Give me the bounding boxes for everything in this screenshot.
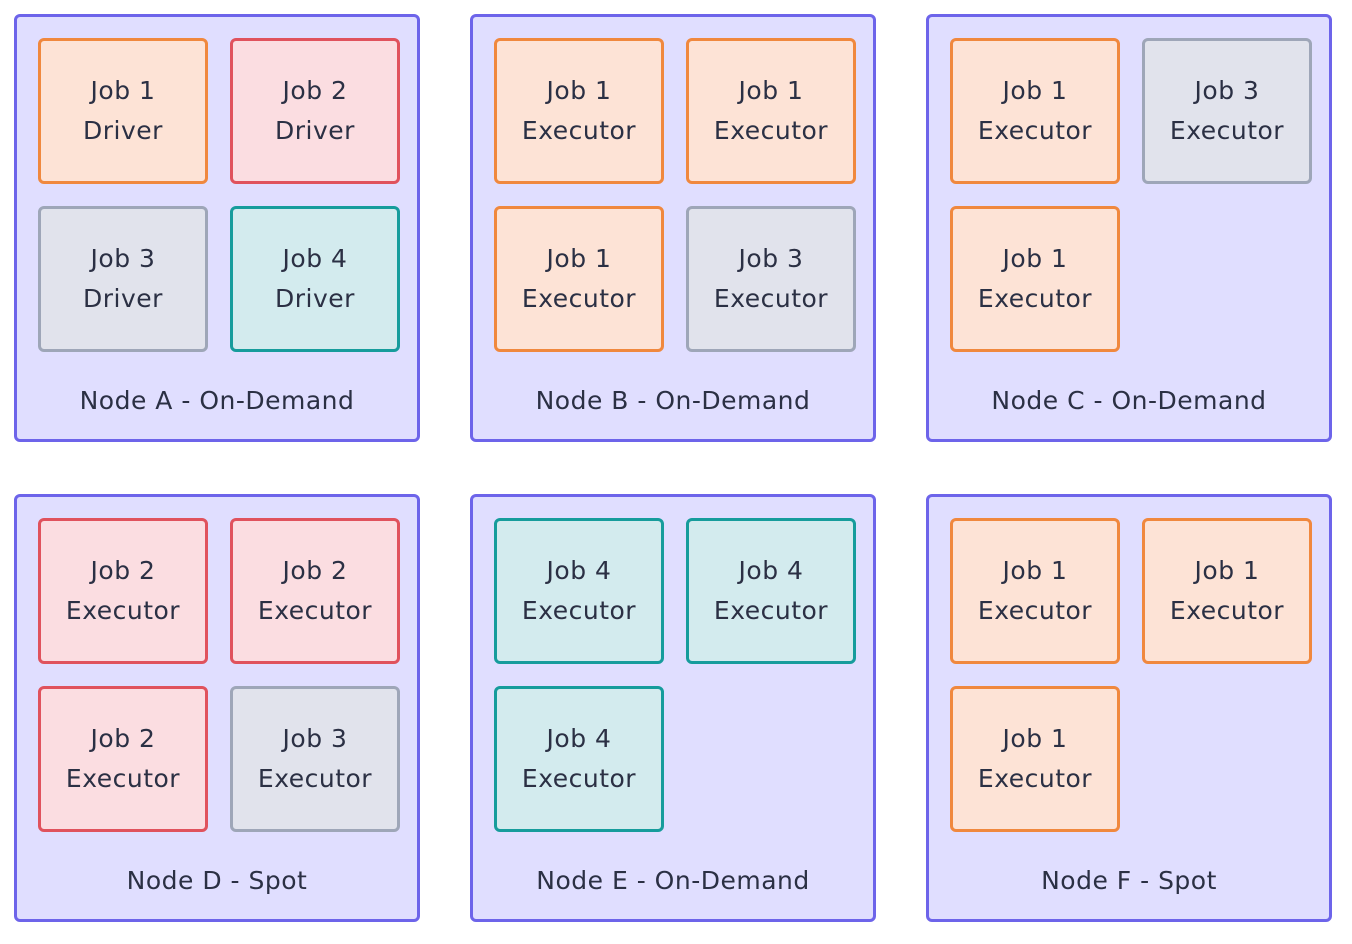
job-name: Job 4 [282, 244, 348, 273]
job-name: Job 1 [90, 76, 156, 105]
job-role: Driver [275, 116, 355, 145]
job-name: Job 3 [282, 724, 348, 753]
job-name: Job 1 [1002, 724, 1068, 753]
job-box: Job 3 Executor [230, 686, 400, 832]
job-role: Executor [521, 116, 637, 145]
node-b: Job 1 Executor Job 1 Executor Job 1 Exec… [470, 14, 876, 442]
job-role: Executor [257, 764, 373, 793]
node-label: Node F - Spot [1041, 866, 1217, 895]
job-role: Executor [977, 284, 1093, 313]
job-name: Job 1 [738, 76, 804, 105]
job-box: Job 4 Executor [494, 518, 664, 664]
job-name: Job 1 [1002, 556, 1068, 585]
job-role: Executor [977, 764, 1093, 793]
job-box: Job 4 Driver [230, 206, 400, 352]
job-role: Driver [83, 284, 163, 313]
job-name: Job 3 [1194, 76, 1260, 105]
job-box: Job 2 Executor [230, 518, 400, 664]
job-box: Job 1 Executor [686, 38, 856, 184]
job-name: Job 3 [738, 244, 804, 273]
job-box: Job 3 Executor [1142, 38, 1312, 184]
node-label: Node A - On-Demand [79, 386, 355, 415]
job-name: Job 2 [90, 556, 156, 585]
job-role: Executor [65, 764, 181, 793]
job-role: Driver [275, 284, 355, 313]
node-label: Node C - On-Demand [991, 386, 1267, 415]
job-name: Job 3 [90, 244, 156, 273]
job-box: Job 1 Executor [950, 38, 1120, 184]
job-role: Executor [713, 284, 829, 313]
job-role: Executor [977, 596, 1093, 625]
job-box: Job 3 Driver [38, 206, 208, 352]
job-role: Executor [1169, 596, 1285, 625]
job-box: Job 1 Executor [950, 686, 1120, 832]
job-role: Executor [521, 596, 637, 625]
job-name: Job 1 [1194, 556, 1260, 585]
job-box: Job 1 Executor [494, 206, 664, 352]
job-box: Job 4 Executor [494, 686, 664, 832]
job-name: Job 2 [282, 556, 348, 585]
job-name: Job 2 [90, 724, 156, 753]
job-box: Job 2 Executor [38, 686, 208, 832]
job-box: Job 2 Executor [38, 518, 208, 664]
job-role: Executor [713, 596, 829, 625]
job-name: Job 2 [282, 76, 348, 105]
job-box: Job 1 Executor [494, 38, 664, 184]
job-role: Executor [65, 596, 181, 625]
job-name: Job 4 [546, 724, 612, 753]
job-name: Job 1 [546, 76, 612, 105]
job-name: Job 1 [546, 244, 612, 273]
job-role: Executor [1169, 116, 1285, 145]
job-name: Job 4 [546, 556, 612, 585]
node-a: Job 1 Driver Job 2 Driver Job 3 Driver J… [14, 14, 420, 442]
job-box: Job 2 Driver [230, 38, 400, 184]
node-label: Node E - On-Demand [536, 866, 810, 895]
job-box: Job 4 Executor [686, 518, 856, 664]
job-role: Executor [257, 596, 373, 625]
job-box: Job 1 Executor [1142, 518, 1312, 664]
node-label: Node D - Spot [126, 866, 308, 895]
node-c: Job 1 Executor Job 3 Executor Job 1 Exec… [926, 14, 1332, 442]
node-e: Job 4 Executor Job 4 Executor Job 4 Exec… [470, 494, 876, 922]
job-name: Job 1 [1002, 76, 1068, 105]
node-f: Job 1 Executor Job 1 Executor Job 1 Exec… [926, 494, 1332, 922]
job-box: Job 1 Executor [950, 518, 1120, 664]
job-box: Job 1 Executor [950, 206, 1120, 352]
node-label: Node B - On-Demand [535, 386, 811, 415]
job-name: Job 4 [738, 556, 804, 585]
node-d: Job 2 Executor Job 2 Executor Job 2 Exec… [14, 494, 420, 922]
job-role: Executor [977, 116, 1093, 145]
job-box: Job 3 Executor [686, 206, 856, 352]
job-role: Executor [521, 284, 637, 313]
job-role: Executor [521, 764, 637, 793]
job-box: Job 1 Driver [38, 38, 208, 184]
job-role: Executor [713, 116, 829, 145]
job-name: Job 1 [1002, 244, 1068, 273]
job-role: Driver [83, 116, 163, 145]
